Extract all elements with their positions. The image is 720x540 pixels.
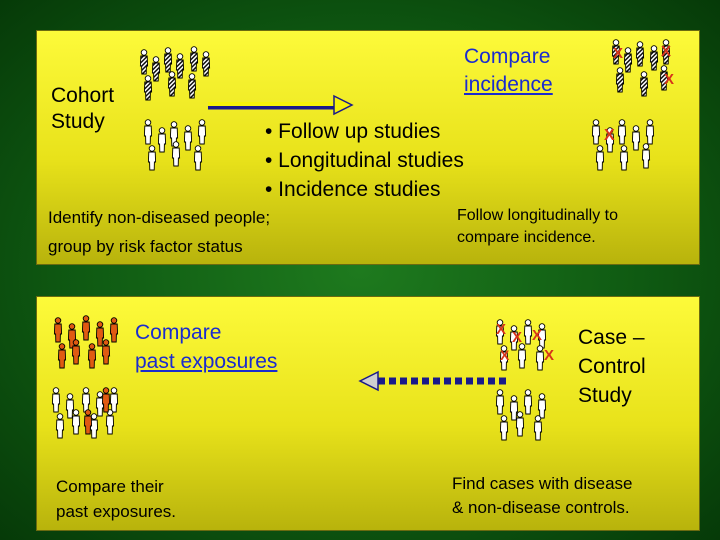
striped-person-figure xyxy=(144,76,151,100)
white-person-figure xyxy=(524,320,531,344)
white-person-figure xyxy=(82,388,89,412)
disease-x-marker: X xyxy=(496,321,506,338)
white-person-figure xyxy=(194,146,201,170)
orange-person-figure xyxy=(110,318,117,342)
striped-person-figure xyxy=(190,47,197,71)
striped-person-figure xyxy=(140,50,147,74)
orange-person-figure xyxy=(58,344,65,368)
striped-person-figure xyxy=(616,68,623,92)
white-person-figure xyxy=(632,126,639,150)
orange-person-figure xyxy=(54,318,61,342)
striped-person-figure xyxy=(202,52,209,76)
white-person-figure xyxy=(620,146,627,170)
striped-person-figure xyxy=(164,48,171,72)
white-person-figure xyxy=(596,146,603,170)
white-person-figure xyxy=(496,390,503,414)
white-person-figure xyxy=(56,414,63,438)
white-person-figure xyxy=(148,146,155,170)
white-person-figure xyxy=(510,396,517,420)
white-person-figure xyxy=(592,120,599,144)
white-person-figure xyxy=(106,410,113,434)
disease-x-marker: X xyxy=(512,329,522,346)
white-person-figure xyxy=(642,144,649,168)
disease-x-marker: X xyxy=(532,327,542,344)
white-person-figure xyxy=(158,128,165,152)
orange-person-figure xyxy=(84,410,91,434)
striped-person-figure xyxy=(188,74,195,98)
striped-person-figure xyxy=(650,46,657,70)
disease-x-marker: X xyxy=(613,45,623,62)
striped-person-figure xyxy=(624,48,631,72)
orange-person-figure xyxy=(88,344,95,368)
white-person-figure xyxy=(172,142,179,166)
white-person-figure xyxy=(198,120,205,144)
white-person-figure xyxy=(524,390,531,414)
white-person-figure xyxy=(110,388,117,412)
white-person-figure xyxy=(646,120,653,144)
orange-person-figure xyxy=(72,340,79,364)
white-person-figure xyxy=(500,416,507,440)
disease-x-marker: X xyxy=(664,71,674,88)
white-person-figure xyxy=(538,394,545,418)
striped-person-figure xyxy=(152,57,159,81)
follow-forward-arrow xyxy=(208,96,352,114)
white-person-figure xyxy=(184,126,191,150)
look-back-arrow xyxy=(360,372,510,390)
orange-person-figure xyxy=(102,388,109,412)
striped-person-figure xyxy=(176,54,183,78)
disease-x-marker: X xyxy=(661,43,671,60)
white-person-figure xyxy=(618,120,625,144)
white-person-figure xyxy=(518,344,525,368)
orange-person-figure xyxy=(82,316,89,340)
striped-person-figure xyxy=(636,42,643,66)
orange-person-figure xyxy=(102,340,109,364)
white-person-figure xyxy=(536,346,543,370)
white-person-figure xyxy=(516,412,523,436)
orange-person-figure xyxy=(96,322,103,346)
disease-x-marker: X xyxy=(500,347,510,363)
white-person-figure xyxy=(534,416,541,440)
white-person-figure xyxy=(144,120,151,144)
disease-x-marker: X xyxy=(544,347,554,364)
white-person-figure xyxy=(66,394,73,418)
disease-x-marker: X xyxy=(604,127,615,144)
striped-person-figure xyxy=(640,72,647,96)
striped-person-figure xyxy=(168,72,175,96)
white-person-figure xyxy=(52,388,59,412)
white-person-figure xyxy=(72,410,79,434)
